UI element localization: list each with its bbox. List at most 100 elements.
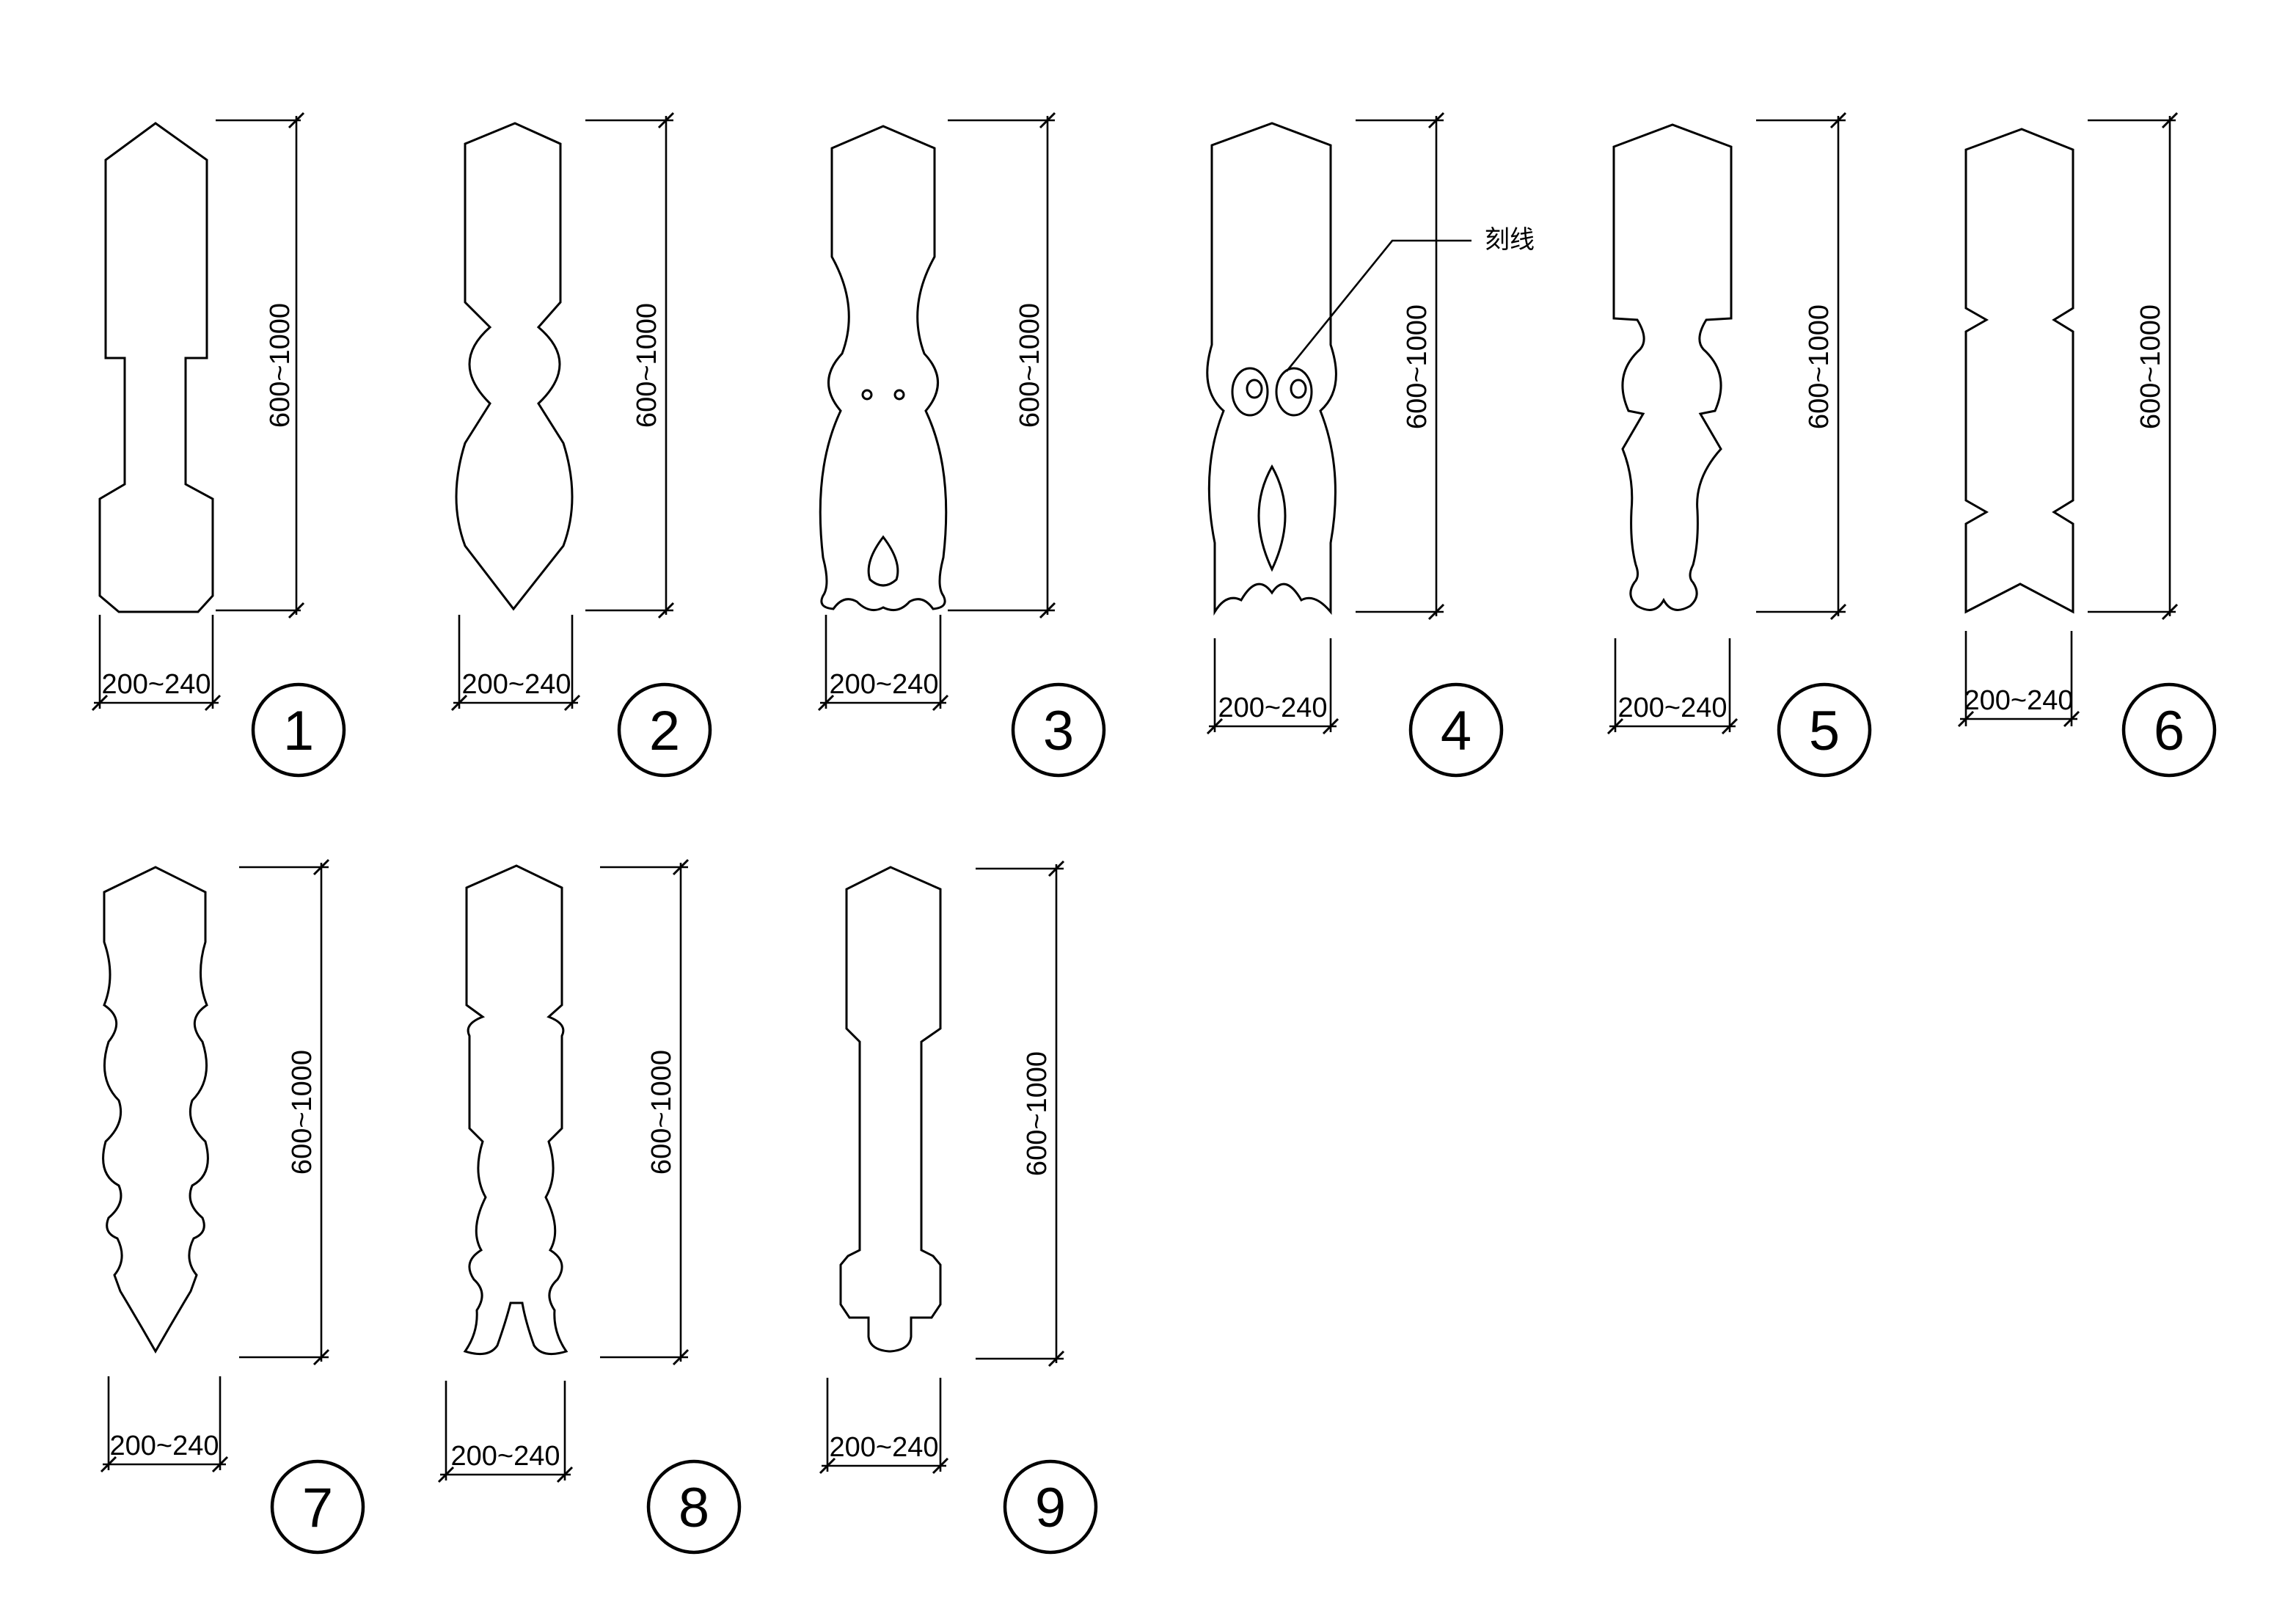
dim-tick	[288, 602, 305, 619]
panel-number: 9	[1035, 1477, 1066, 1539]
panel-6: 600~1000 200~240 6	[1957, 112, 2217, 778]
dim-tick	[1048, 1350, 1065, 1367]
fish-body-cutout	[1257, 464, 1287, 572]
panel-number-circle	[1408, 682, 1504, 778]
picket-outline-4	[1206, 122, 1337, 616]
width-dimension-label: 200~240	[1964, 685, 2074, 716]
height-dimension-label: 600~1000	[2135, 304, 2166, 429]
panel-7: 600~1000 200~240 7	[100, 858, 365, 1555]
dim-tick	[1829, 112, 1847, 129]
picket-outline-3	[819, 125, 948, 612]
dim-tick	[672, 858, 690, 876]
picket-outline-6	[1964, 128, 2074, 614]
panel-2: 600~1000 200~240 2	[450, 112, 712, 778]
height-dimension-label: 600~1000	[265, 303, 296, 428]
dim-tick	[450, 694, 468, 712]
dim-tick	[2063, 710, 2080, 728]
panel-8: 600~1000 200~240 8	[437, 858, 742, 1555]
picket-outline-8	[463, 864, 568, 1356]
width-dimension-label: 200~240	[1618, 693, 1728, 723]
dim-tick	[556, 1466, 574, 1483]
picket-outline-9	[839, 866, 942, 1353]
dim-tick	[288, 112, 305, 129]
dim-tick	[1829, 603, 1847, 621]
width-dimension-label: 200~240	[102, 669, 211, 700]
dim-tick	[2161, 603, 2179, 621]
flame-cutout	[867, 535, 899, 587]
panel-number-circle	[1011, 682, 1106, 778]
panel-number-circle	[1003, 1459, 1098, 1555]
picket-outline-2	[455, 122, 574, 611]
height-dimension-label: 600~1000	[1804, 304, 1835, 429]
dim-tick	[819, 1457, 836, 1475]
dim-tick	[932, 1457, 949, 1475]
height-dimension-label: 600~1000	[1402, 304, 1433, 429]
dim-tick	[932, 694, 949, 712]
panel-number: 1	[283, 700, 314, 762]
panel-number: 3	[1043, 700, 1074, 762]
fish-eye-left	[1231, 367, 1269, 417]
dim-tick	[1427, 603, 1445, 621]
panel-number-circle	[270, 1459, 365, 1555]
panel-number: 5	[1809, 700, 1840, 762]
dim-tick	[1721, 717, 1739, 735]
dim-tick	[1427, 112, 1445, 129]
dim-tick	[312, 858, 330, 876]
engraving-note: 刻线	[1485, 226, 1535, 254]
panel-5: 600~1000 200~240 5	[1606, 112, 1872, 778]
dim-tick	[1957, 710, 1975, 728]
panel-number-circle	[251, 682, 346, 778]
dim-tick	[1206, 717, 1224, 735]
panel-number-circle	[646, 1459, 742, 1555]
panel-number: 2	[649, 700, 680, 762]
fish-eye-right	[1275, 367, 1313, 417]
dim-tick	[91, 694, 109, 712]
dim-tick	[1048, 860, 1065, 877]
dim-tick	[2161, 112, 2179, 129]
panel-1: 600~1000 200~240 1	[91, 112, 346, 778]
panel-9: 600~1000 200~240 9	[819, 860, 1098, 1555]
dim-tick	[817, 694, 835, 712]
panel-number-circle	[617, 682, 712, 778]
engraving-leader-line	[1285, 239, 1471, 372]
dim-tick	[563, 694, 581, 712]
dim-tick	[204, 694, 222, 712]
panel-number-circle	[2121, 682, 2217, 778]
panel-number: 6	[2154, 700, 2185, 762]
dim-tick	[100, 1456, 117, 1473]
width-dimension-label: 200~240	[451, 1441, 560, 1472]
dim-tick	[1039, 112, 1056, 129]
panel-3: 600~1000 200~240 3	[817, 112, 1106, 778]
dim-tick	[1606, 717, 1624, 735]
panel-4: 刻线 600~1000 200~240 4	[1206, 112, 1535, 778]
eye-hole-left	[861, 389, 873, 401]
dim-tick	[1039, 602, 1056, 619]
panel-number: 8	[679, 1477, 709, 1539]
dim-tick	[211, 1456, 229, 1473]
dim-tick	[657, 112, 675, 129]
height-dimension-label: 600~1000	[1022, 1051, 1053, 1176]
height-dimension-label: 600~1000	[632, 303, 662, 428]
fish-pupil-right	[1290, 379, 1307, 399]
fish-pupil-left	[1246, 379, 1263, 399]
width-dimension-label: 200~240	[1218, 693, 1328, 723]
picket-outline-7	[102, 866, 209, 1354]
eye-hole-right	[893, 389, 905, 401]
width-dimension-label: 200~240	[110, 1431, 219, 1461]
panel-number-circle	[1777, 682, 1872, 778]
picket-outline-5	[1612, 123, 1733, 611]
width-dimension-label: 200~240	[830, 669, 939, 700]
dim-tick	[312, 1348, 330, 1366]
height-dimension-label: 600~1000	[1014, 303, 1045, 428]
height-dimension-label: 600~1000	[646, 1050, 677, 1175]
dim-tick	[672, 1348, 690, 1366]
picket-outline-1	[98, 122, 214, 613]
height-dimension-label: 600~1000	[287, 1050, 318, 1175]
panel-number: 4	[1441, 700, 1471, 762]
width-dimension-label: 200~240	[462, 669, 571, 700]
dim-tick	[437, 1466, 455, 1483]
dim-tick	[657, 602, 675, 619]
panel-number: 7	[302, 1477, 333, 1539]
width-dimension-label: 200~240	[830, 1432, 939, 1463]
